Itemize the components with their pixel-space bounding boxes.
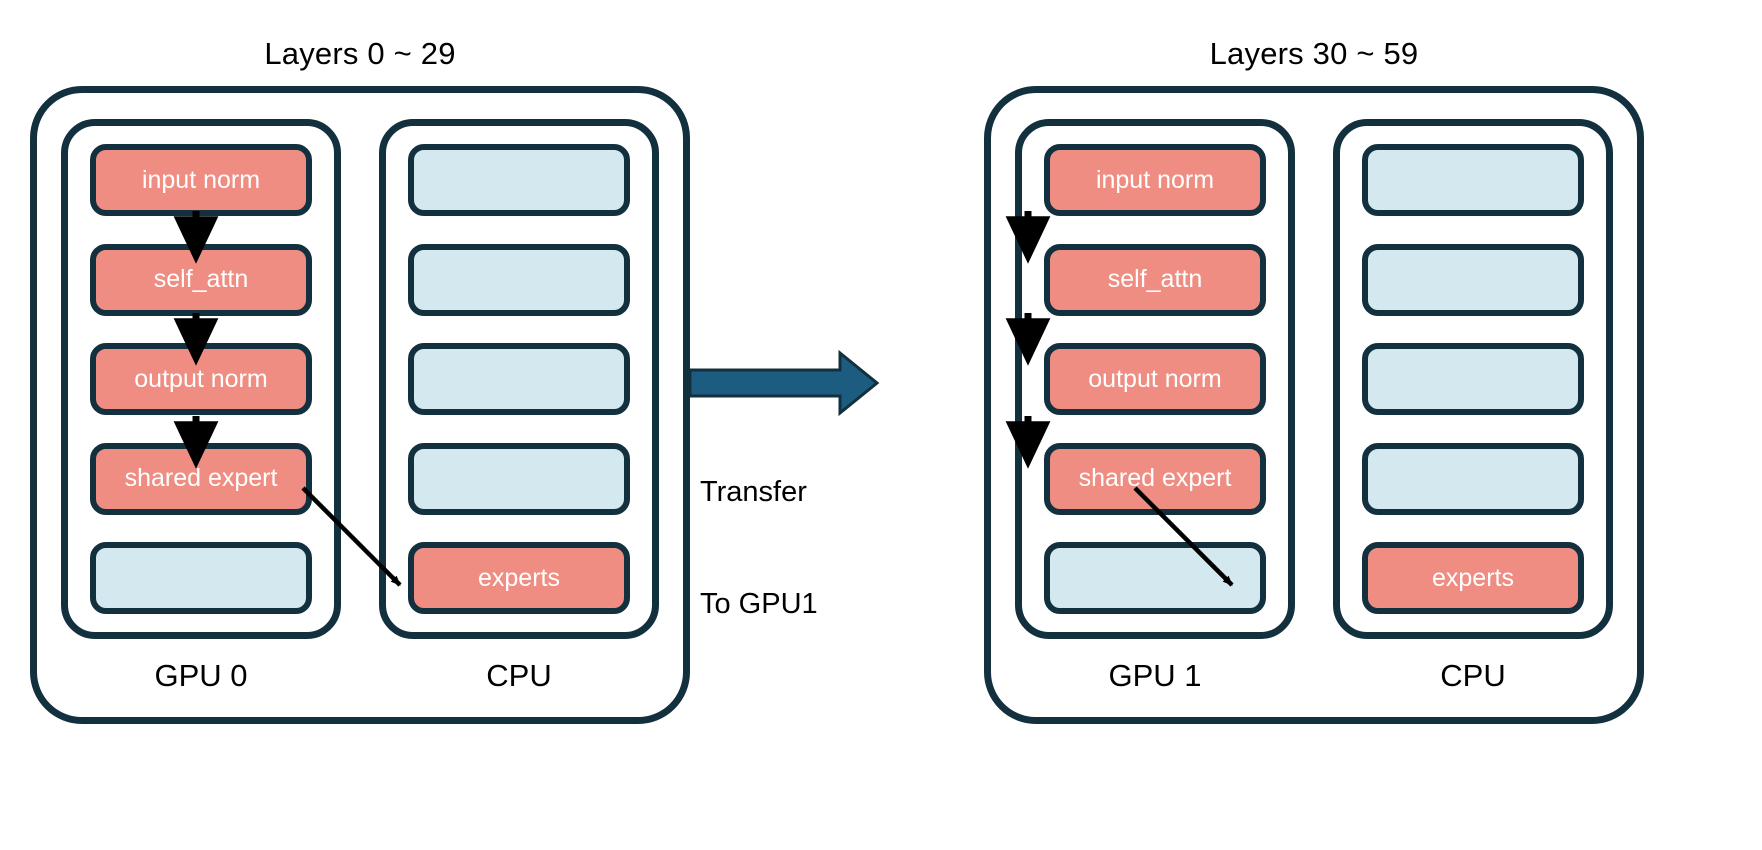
device-column-cpu1: experts xyxy=(1333,119,1613,639)
device-column-gpu1: input norm self_attn output norm shared … xyxy=(1015,119,1295,639)
panel-title-left: Layers 0 ~ 29 xyxy=(264,36,456,71)
transfer-label: Transfer To GPU1 xyxy=(700,400,818,697)
node-group-right: input norm self_attn output norm shared … xyxy=(984,86,1644,724)
block-gpu1-output-norm[interactable]: output norm xyxy=(1044,343,1266,415)
device-caption-gpu1: GPU 1 xyxy=(1108,658,1202,693)
block-gpu0-shared-expert[interactable]: shared expert xyxy=(90,442,312,515)
block-cpu0-placeholder-3[interactable] xyxy=(408,343,630,415)
block-cpu1-placeholder-1[interactable] xyxy=(1362,144,1584,216)
device-columns-right: input norm self_attn output norm shared … xyxy=(1015,119,1613,639)
device-caption-gpu0: GPU 0 xyxy=(154,658,248,693)
device-column-gpu0: input norm self_attn output norm shared … xyxy=(61,119,341,639)
device-captions-left: GPU 0 CPU xyxy=(61,649,659,703)
block-label: shared expert xyxy=(1078,464,1232,492)
device-captions-right: GPU 1 CPU xyxy=(1015,649,1613,703)
block-label: output norm xyxy=(134,364,268,393)
block-label: input norm xyxy=(1095,165,1215,194)
block-gpu1-input-norm[interactable]: input norm xyxy=(1044,144,1266,216)
block-cpu1-placeholder-4[interactable] xyxy=(1362,442,1584,515)
block-label: self_attn xyxy=(153,265,249,293)
transfer-label-line1: Transfer xyxy=(700,476,807,509)
block-cpu0-experts[interactable]: experts xyxy=(408,542,630,614)
block-cpu0-placeholder-1[interactable] xyxy=(408,144,630,216)
block-label: shared expert xyxy=(124,464,278,492)
block-gpu0-self-attn[interactable]: self_attn xyxy=(90,243,312,316)
block-cpu1-placeholder-2[interactable] xyxy=(1362,243,1584,316)
block-gpu0-output-norm[interactable]: output norm xyxy=(90,343,312,415)
block-gpu1-placeholder[interactable] xyxy=(1044,542,1266,614)
device-caption-cpu0: CPU xyxy=(486,658,552,693)
panel-title-right: Layers 30 ~ 59 xyxy=(1209,36,1419,71)
block-cpu1-placeholder-3[interactable] xyxy=(1362,343,1584,415)
block-label: input norm xyxy=(141,165,261,194)
block-label: output norm xyxy=(1088,364,1222,393)
block-gpu1-shared-expert[interactable]: shared expert xyxy=(1044,442,1266,515)
block-cpu0-placeholder-4[interactable] xyxy=(408,442,630,515)
block-label: experts xyxy=(478,563,560,592)
device-column-cpu0: experts xyxy=(379,119,659,639)
block-gpu1-self-attn[interactable]: self_attn xyxy=(1044,243,1266,316)
transfer-label-line2: To GPU1 xyxy=(700,587,818,620)
block-cpu0-placeholder-2[interactable] xyxy=(408,243,630,316)
block-label: self_attn xyxy=(1107,265,1203,293)
block-gpu0-placeholder[interactable] xyxy=(90,542,312,614)
block-gpu0-input-norm[interactable]: input norm xyxy=(90,144,312,216)
device-columns-left: input norm self_attn output norm shared … xyxy=(61,119,659,639)
node-group-left: input norm self_attn output norm shared … xyxy=(30,86,690,724)
block-cpu1-experts[interactable]: experts xyxy=(1362,542,1584,614)
block-label: experts xyxy=(1432,563,1514,592)
device-caption-cpu1: CPU xyxy=(1440,658,1506,693)
